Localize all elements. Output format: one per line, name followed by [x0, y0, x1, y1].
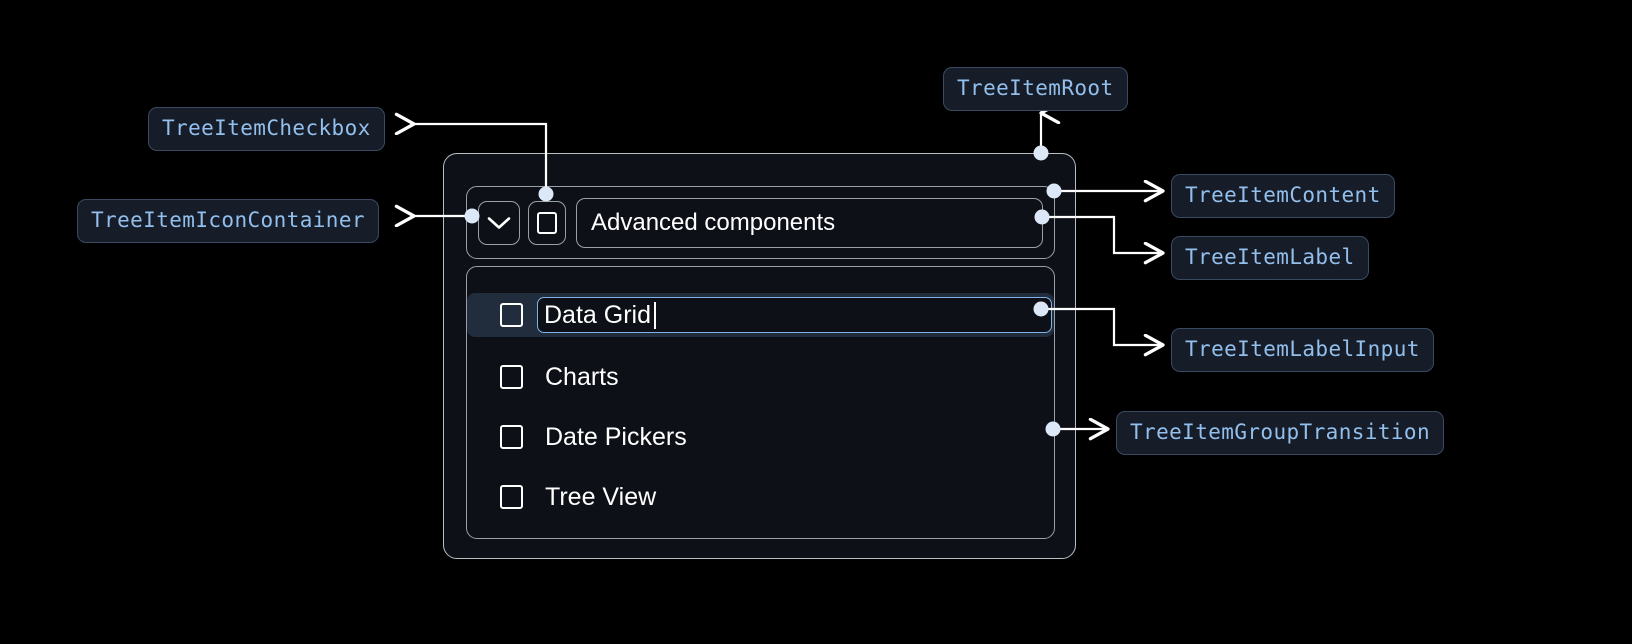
annotation-tree-item-content: TreeItemContent	[1171, 174, 1395, 218]
tree-item-row-charts[interactable]: Charts	[467, 357, 1054, 397]
tree-item-checkbox-tree-view[interactable]	[500, 485, 523, 509]
tree-item-checkbox[interactable]	[528, 200, 566, 245]
annotation-tree-item-checkbox: TreeItemCheckbox	[148, 107, 385, 151]
chevron-down-icon	[486, 215, 512, 231]
tree-item-checkbox-date-pickers[interactable]	[500, 425, 523, 449]
annotation-tree-item-label: TreeItemLabel	[1171, 236, 1369, 280]
tree-item-row-tree-view[interactable]: Tree View	[467, 477, 1054, 517]
tree-item-label[interactable]: Advanced components	[576, 197, 1043, 248]
tree-item-label-input[interactable]: Data Grid	[537, 297, 1052, 333]
tree-item-content-container[interactable]: Advanced components	[466, 186, 1055, 259]
tree-item-row-date-pickers[interactable]: Date Pickers	[467, 417, 1054, 457]
annotation-tree-item-label-input: TreeItemLabelInput	[1171, 328, 1434, 372]
tree-item-checkbox-charts[interactable]	[500, 365, 523, 389]
text-caret	[653, 301, 656, 329]
tree-item-label-text: Advanced components	[591, 208, 836, 236]
checkbox-square-icon	[537, 211, 557, 234]
tree-item-checkbox-data-grid[interactable]	[500, 303, 523, 327]
annotation-tree-item-icon-container: TreeItemIconContainer	[77, 199, 379, 243]
tree-item-icon-container[interactable]	[478, 200, 520, 245]
annotation-tree-item-group-transition: TreeItemGroupTransition	[1116, 411, 1444, 455]
tree-item-root-container: Advanced components Data Grid Charts Dat…	[443, 153, 1076, 559]
tree-item-label-tree-view: Tree View	[545, 482, 657, 511]
tree-item-row-data-grid[interactable]: Data Grid	[467, 293, 1054, 337]
tree-item-group-transition: Data Grid Charts Date Pickers Tree View	[466, 266, 1055, 539]
tree-item-label-charts: Charts	[545, 362, 619, 391]
annotation-tree-item-root: TreeItemRoot	[943, 67, 1128, 111]
tree-item-label-input-value: Data Grid	[544, 300, 651, 329]
tree-item-label-date-pickers: Date Pickers	[545, 422, 687, 451]
